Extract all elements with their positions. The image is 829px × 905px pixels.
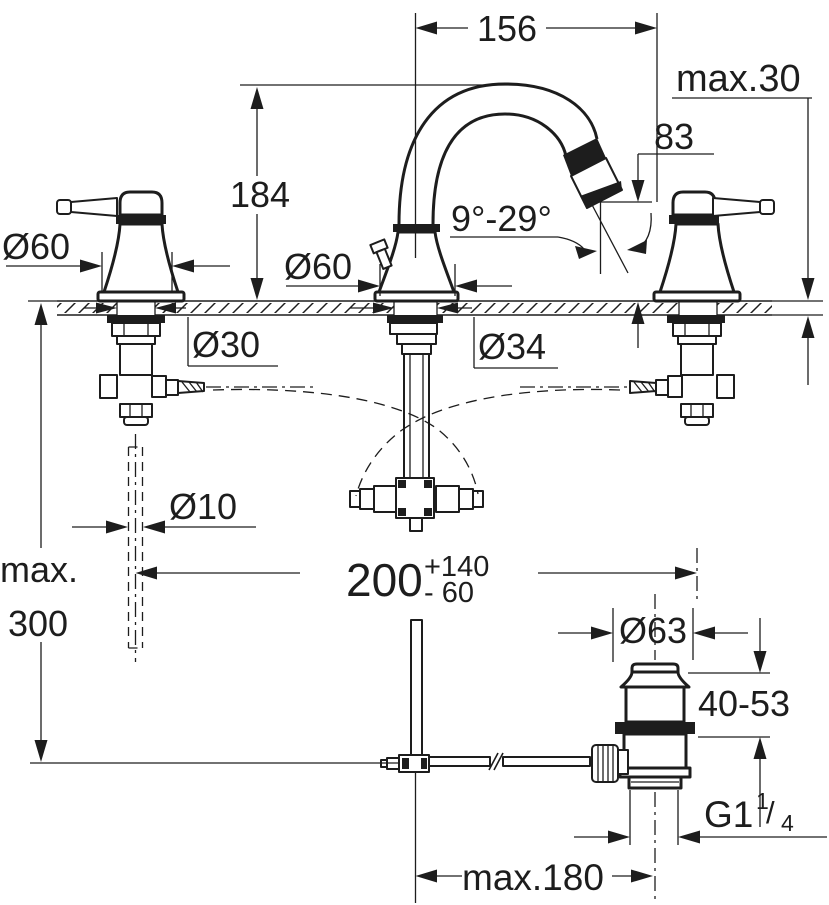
dim-spout-angle-range: 9°-29° (450, 197, 652, 274)
spout-angle-label: 9°-29° (451, 198, 552, 239)
dim-waste-flange-diameter: Ø63 (558, 608, 748, 662)
left-handle (56, 190, 186, 303)
dim-hole-spacing: 200 +140 - 60 (135, 548, 698, 609)
dim-clamp-range: 40-53 (688, 618, 790, 827)
clamp-range-label: 40-53 (698, 683, 790, 724)
thread-slash-label: / (766, 795, 775, 830)
hole-spacing-label: 200 (346, 554, 423, 606)
popup-waste-assembly (591, 594, 695, 902)
spout-projection-label: 156 (477, 8, 537, 49)
dim-spout-hole-diameter: Ø34 (350, 302, 558, 369)
dim-max-rod-offset: max.180 (415, 857, 653, 898)
flexible-hoses (212, 388, 621, 497)
spout-shank-and-tee (349, 315, 484, 532)
thread-g-label: G1 (704, 794, 753, 835)
max-depth-value-label: 300 (8, 603, 68, 644)
dim-max-counter-thickness: max.30 (672, 58, 815, 385)
waste-flange-dia-label: Ø63 (619, 610, 687, 651)
left-handle-dia-label: Ø60 (2, 226, 70, 267)
spout-base-dia-label: Ø60 (284, 246, 352, 287)
aerator-band (563, 138, 606, 176)
right-valve-under-deck (520, 315, 735, 426)
hole-spacing-minus-label: - 60 (424, 577, 474, 609)
dim-spout-height: 184 (230, 84, 518, 300)
max-counter-thickness-label: max.30 (676, 58, 801, 100)
max-rod-offset-label: max.180 (462, 857, 604, 898)
valve-hole-dia-label: Ø30 (192, 324, 260, 365)
thread-numerator-label: 1 (756, 788, 769, 814)
left-valve-under-deck (99, 315, 318, 426)
dim-spout-projection: 156 (414, 8, 658, 258)
dim-spout-base-diameter: Ø60 (284, 246, 512, 296)
dim-outlet-height: 83 (590, 116, 714, 348)
knurled-knob (591, 744, 619, 783)
thread-denominator-label: 4 (781, 810, 794, 836)
rod-phantom-outline (127, 434, 144, 662)
popup-lever-knob (369, 238, 393, 270)
hole-spacing-plus-label: +140 (424, 551, 489, 583)
tee-fitting (349, 477, 484, 519)
spout-height-label: 184 (230, 174, 290, 215)
spout (369, 82, 623, 303)
dim-max-rod-depth: max. 300 (0, 303, 78, 762)
right-handle (652, 190, 775, 303)
dim-pull-rod-diameter: Ø10 (72, 486, 256, 534)
dim-valve-hole-diameter: Ø30 (84, 302, 278, 367)
countertop-deck (28, 300, 823, 316)
pull-rod-dia-label: Ø10 (169, 486, 237, 527)
outlet-height-label: 83 (654, 116, 694, 157)
spout-hole-dia-label: Ø34 (478, 326, 546, 367)
popup-pull-rod (30, 619, 591, 903)
dim-left-handle-diameter: Ø60 (2, 226, 230, 293)
max-depth-word-label: max. (0, 549, 78, 590)
dim-waste-thread: G1 1 / 4 (574, 788, 827, 845)
